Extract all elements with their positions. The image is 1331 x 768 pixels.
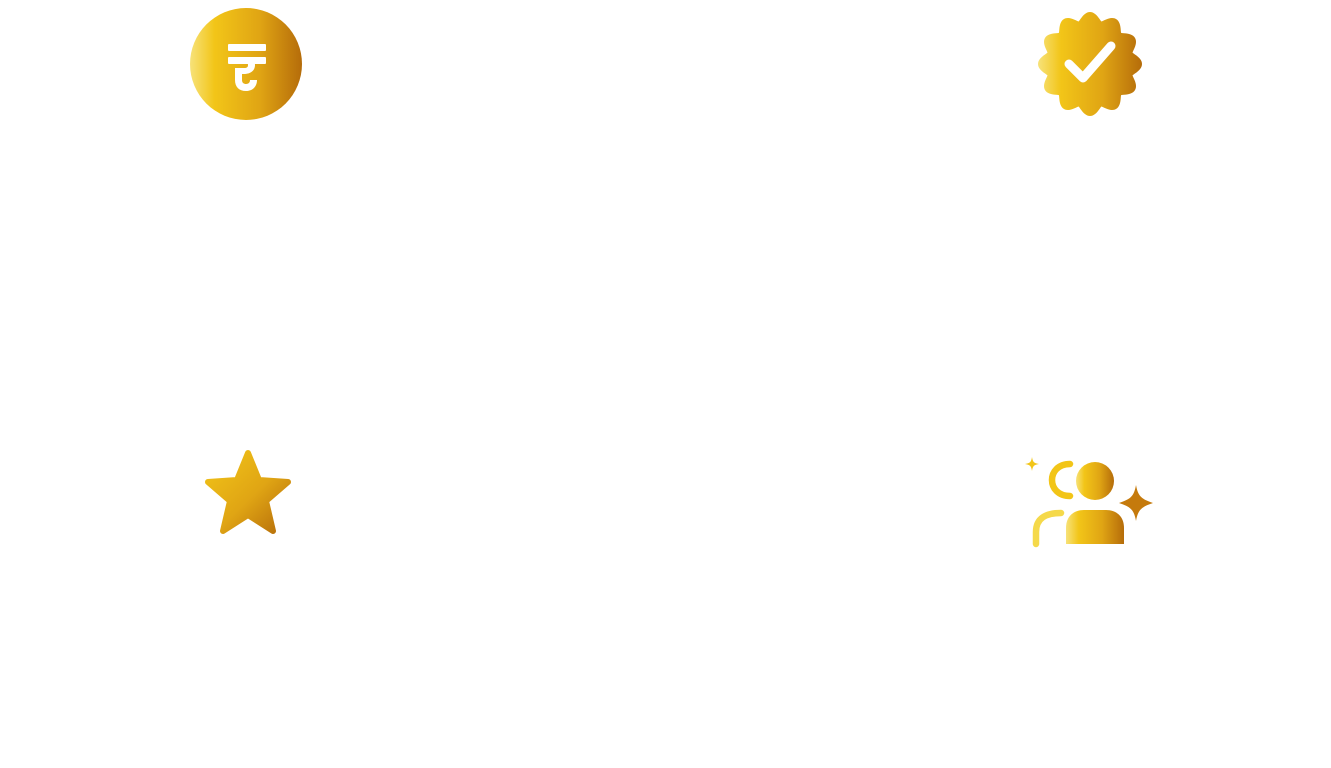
front-person-head — [1076, 462, 1114, 500]
rupee-coin-icon — [190, 8, 302, 120]
star-icon — [202, 449, 294, 539]
rupee-glyph — [228, 44, 266, 91]
front-person-body — [1066, 510, 1124, 544]
check-glyph — [1064, 41, 1116, 83]
sparkle-small-icon — [1025, 457, 1039, 471]
verified-badge-icon — [1038, 12, 1142, 116]
sparkle-large-icon — [1119, 485, 1153, 521]
back-person-head — [1048, 460, 1074, 500]
users-sparkle-icon — [1022, 456, 1156, 548]
back-person-body — [1032, 509, 1065, 548]
